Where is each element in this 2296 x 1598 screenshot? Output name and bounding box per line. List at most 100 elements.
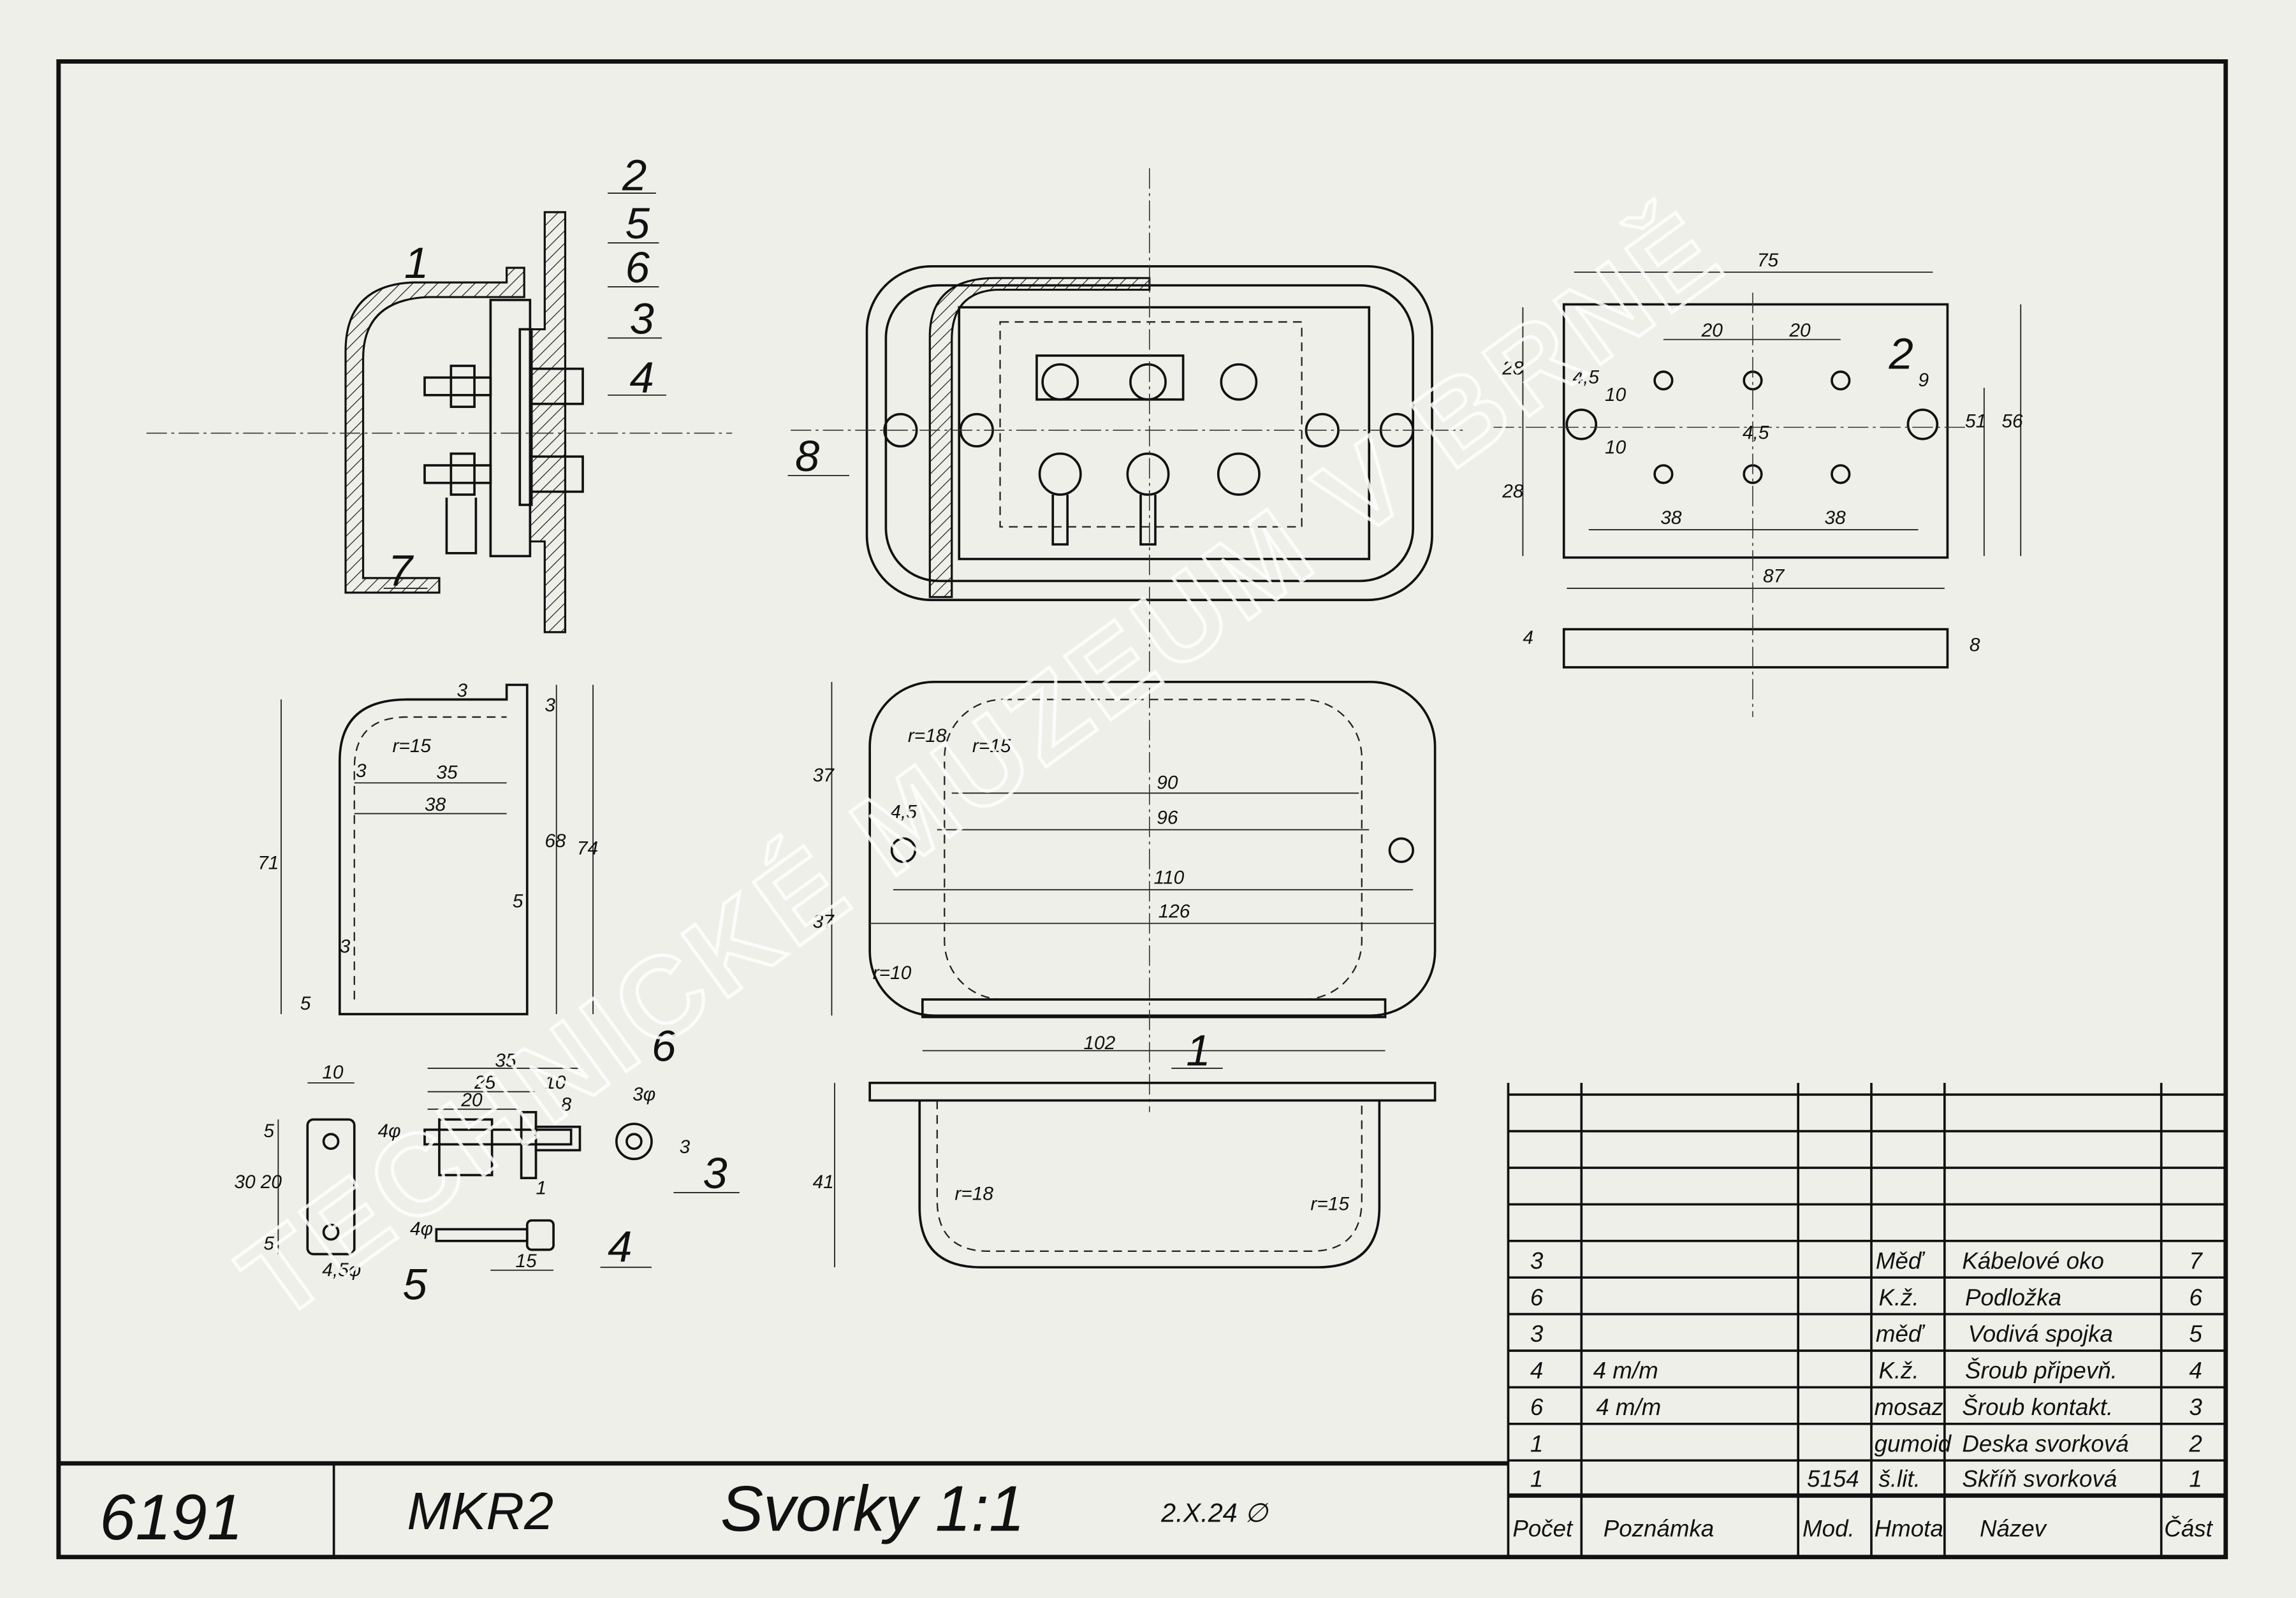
detail-parts: [277, 1068, 653, 1271]
callout-6: 6: [625, 243, 650, 292]
callout-4: 4: [630, 352, 654, 402]
dim: 4φ: [410, 1219, 433, 1240]
header-model: Mod.: [1802, 1516, 1855, 1542]
callout-5b: 5: [403, 1260, 428, 1309]
title-block: 6191 MKR2 Svorky 1:1 2.X.24 ∅: [58, 1461, 1509, 1557]
callout-3b: 3: [703, 1149, 727, 1198]
cell-material: K.ž.: [1878, 1358, 1919, 1384]
cell-count: 3: [1530, 1247, 1544, 1274]
table-row: 6 4 m/m mosaz Šroub kontakt. 3: [1530, 1394, 2202, 1420]
header-count: Počet: [1512, 1516, 1574, 1542]
callout-4b: 4: [608, 1222, 632, 1271]
dim: 37: [813, 765, 835, 786]
dim: 10: [1605, 384, 1627, 405]
drawing-title: Svorky 1:1: [720, 1473, 1025, 1544]
cell-count: 1: [1530, 1430, 1543, 1456]
table-row: 3 Měď Kábelové oko 7: [1530, 1247, 2203, 1274]
dim: 25: [474, 1072, 496, 1093]
callout-5: 5: [625, 199, 650, 248]
cell-count: 1: [1530, 1466, 1543, 1492]
dim: r=15: [972, 736, 1011, 757]
dim: 5: [513, 890, 523, 912]
dim: 37: [813, 912, 835, 933]
cell-name: Vodivá spojka: [1968, 1321, 2113, 1347]
dim: 38: [1825, 507, 1846, 528]
cell-name: Skříň svorková: [1962, 1466, 2117, 1492]
drawing-frame: [56, 59, 2228, 1560]
dim: 74: [577, 838, 598, 859]
dim: 20: [1788, 320, 1811, 341]
cell-name: Šroub kontakt.: [1962, 1394, 2113, 1420]
table-header: Počet Poznámka Mod. Hmota Název Část: [1512, 1516, 2213, 1542]
dim: 4,5: [1743, 423, 1769, 444]
dim: 8: [1970, 635, 1980, 656]
cell-name: Podložka: [1965, 1284, 2061, 1311]
dim: 9: [1918, 370, 1929, 391]
table-row: 1 5154 š.lit. Skříň svorková 1: [1530, 1466, 2202, 1492]
cell-count: 3: [1530, 1321, 1544, 1347]
table-row: 1 gumoid Deska svorková 2: [1530, 1430, 2202, 1456]
cell-part: 4: [2189, 1358, 2202, 1384]
dim: 3: [545, 695, 555, 716]
dim: 4φ: [378, 1121, 401, 1142]
cell-name: Kábelové oko: [1962, 1247, 2104, 1274]
dim: 3: [356, 760, 367, 781]
dim: 110: [1154, 868, 1185, 889]
dim: 3: [340, 936, 351, 957]
dim: 75: [1757, 250, 1779, 271]
dim: 3: [457, 680, 468, 701]
parts-list-table: 3 Měď Kábelové oko 7 6 K.ž. Podložka 6 3…: [1507, 1082, 2226, 1557]
dim: 90: [1157, 772, 1178, 793]
dim: 51: [1965, 410, 1986, 432]
header-part: Část: [2164, 1516, 2213, 1542]
dim: 4,5φ: [322, 1260, 361, 1281]
callout-1: 1: [404, 238, 428, 287]
cell-material: měď: [1876, 1321, 1926, 1347]
callout-3: 3: [630, 294, 654, 343]
dim: 4,5: [890, 801, 917, 822]
dim: 68: [545, 831, 566, 852]
cell-count: 6: [1530, 1394, 1544, 1420]
cell-count: 4: [1530, 1358, 1543, 1384]
cell-part: 5: [2189, 1321, 2202, 1347]
dim: 5: [263, 1233, 274, 1254]
cell-material: mosaz: [1875, 1394, 1943, 1420]
dim: 41: [813, 1172, 834, 1193]
dimension-labels: 75 20 20 9 4,5 10 10 4,5 51 56 28 28 38 …: [234, 250, 2023, 1281]
cell-note: 4 m/m: [1596, 1394, 1661, 1420]
dim: 8: [561, 1094, 572, 1115]
table-row: 3 měď Vodivá spojka 5: [1530, 1321, 2202, 1347]
cover-side-view: [281, 683, 594, 1015]
dim: 5: [300, 993, 311, 1014]
dim: 96: [1157, 808, 1178, 829]
dim: 126: [1159, 901, 1190, 922]
callout-6b: 6: [652, 1021, 676, 1070]
cell-part: 6: [2189, 1284, 2202, 1311]
dim: 15: [515, 1251, 537, 1272]
dim: 10: [1605, 437, 1627, 458]
drawing-type: MKR2: [407, 1481, 553, 1541]
dim: 35: [495, 1050, 516, 1071]
table-row: 6 K.ž. Podložka 6: [1530, 1284, 2202, 1311]
callout-2: 2: [622, 150, 647, 200]
cell-name: Deska svorková: [1962, 1430, 2128, 1456]
dim: 20: [460, 1090, 483, 1111]
dim: r=15: [392, 736, 431, 757]
dim: r=15: [1310, 1194, 1349, 1215]
cell-part: 1: [2189, 1466, 2202, 1492]
dim: 28: [1502, 481, 1524, 502]
side-section-view: [146, 211, 733, 634]
dim: r=18: [954, 1184, 993, 1205]
dim: 30: [234, 1172, 256, 1193]
dim: 56: [2001, 410, 2023, 432]
callout-2b: 2: [1889, 330, 1913, 379]
cell-material: gumoid: [1875, 1430, 1952, 1456]
dim: 87: [1763, 566, 1785, 587]
dim: 4,5: [1573, 367, 1600, 388]
dim: 1: [536, 1177, 547, 1198]
cell-part: 7: [2189, 1247, 2203, 1274]
cell-material: Měď: [1876, 1247, 1926, 1274]
parts-rows: 3 Měď Kábelové oko 7 6 K.ž. Podložka 6 3…: [1530, 1247, 2203, 1492]
dim: 10: [545, 1072, 566, 1093]
